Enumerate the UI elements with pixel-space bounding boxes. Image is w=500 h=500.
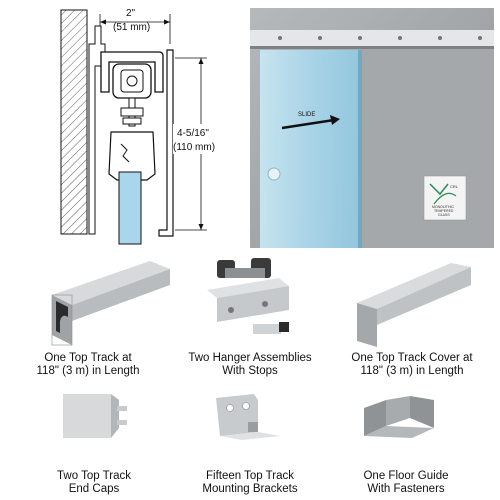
cross-section-diagram: 2" (51 mm) 4-5/16" (110 mm) (55, 4, 230, 249)
sticker-line-1: CRL (450, 184, 459, 189)
top-track-cover-image (335, 255, 485, 350)
photo-illustration: SLIDE CRL MONOLITHIC TEMPERED GLASS (250, 8, 494, 248)
caption-line-2: 118" (3 m) in Length (360, 365, 464, 377)
caption-line-1: One Top Track at (44, 352, 132, 364)
caption-top-track: One Top Track at 118" (3 m) in Length (8, 352, 168, 378)
hanger-nut (120, 107, 144, 117)
caption-line-2: With Stops (222, 365, 278, 377)
height-inch-label: 4-5/16" (177, 128, 209, 139)
glass-panel-section (118, 171, 142, 245)
caption-mounting-brackets: Fifteen Top Track Mounting Brackets (170, 470, 330, 496)
sticker-line-3: TEMPERED (434, 209, 454, 213)
installed-door-photo: SLIDE CRL MONOLITHIC TEMPERED GLASS (250, 8, 494, 248)
caption-line-2: 118" (3 m) in Length (36, 365, 140, 377)
slide-label: SLIDE (298, 112, 315, 118)
end-caps-image (55, 388, 140, 440)
caption-track-cover: One Top Track Cover at 118" (3 m) in Len… (332, 352, 492, 378)
mounting-brackets-image (210, 392, 290, 442)
sticker-line-2: MONOLITHIC (432, 205, 454, 209)
slide-arrow (281, 118, 335, 130)
hanger-assemblies-image (195, 252, 305, 352)
caption-floor-guide: One Floor Guide With Fasteners (326, 470, 486, 496)
cross-section-drawing: 2" (51 mm) 4-5/16" (110 mm) (60, 8, 229, 245)
caption-end-caps: Two Top Track End Caps (14, 470, 174, 496)
caption-line-2: Mounting Brackets (202, 483, 298, 495)
top-track-profile (100, 51, 164, 93)
width-inch-label: 2" (126, 8, 136, 19)
caption-line-1: Two Hanger Assemblies (188, 352, 312, 364)
track-cover-profile (158, 49, 174, 237)
photo-glass-door (260, 50, 360, 248)
caption-line-2: End Caps (68, 483, 120, 495)
tempered-glass-sticker (423, 175, 467, 221)
track-screws (278, 36, 482, 40)
caption-line-1: Two Top Track (57, 470, 131, 482)
caption-hanger-assemblies: Two Hanger Assemblies With Stops (170, 352, 330, 378)
caption-line-2: With Fasteners (367, 483, 445, 495)
finger-pull (267, 167, 281, 181)
wall-hatch (60, 9, 88, 235)
floor-guide-image (350, 392, 460, 442)
photo-top-track (250, 30, 494, 48)
glass-clamp (108, 131, 156, 181)
mounting-bracket (88, 25, 106, 235)
caption-line-1: Fifteen Top Track (206, 470, 294, 482)
height-mm-label: (110 mm) (173, 142, 215, 153)
sticker-line-4: GLASS (438, 213, 450, 217)
caption-line-1: One Floor Guide (363, 470, 449, 482)
caption-line-1: One Top Track Cover at (351, 352, 473, 364)
top-track-image (30, 255, 175, 350)
width-mm-label: (51 mm) (113, 22, 150, 33)
